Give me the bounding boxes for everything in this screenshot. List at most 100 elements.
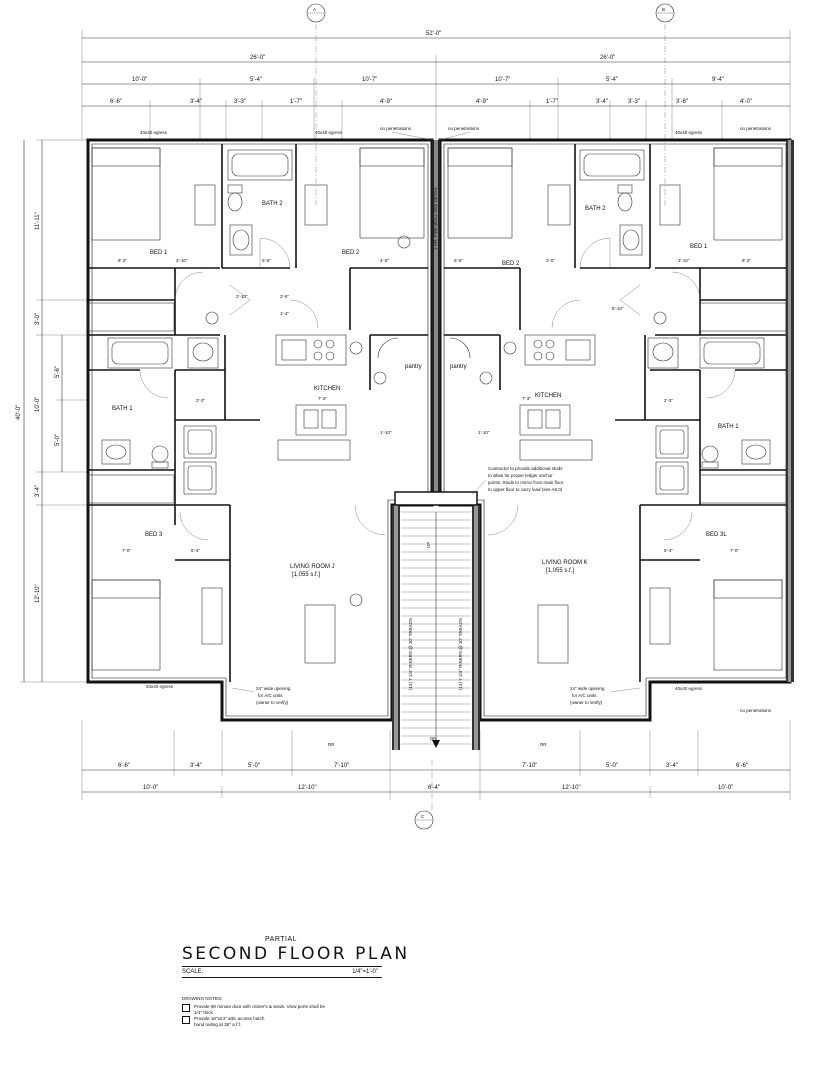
sd-19: 1'-10" [478,430,490,435]
dim-b2-2: 6'-4" [428,785,440,791]
sd-6: 1'-10" [380,430,392,435]
dim-b1-5: 5'-0" [606,763,618,769]
dn-label: DN [430,736,437,741]
left-dimensions: 40'-0" 11'-11" 3'-0" 10'-0" 3'-4" 12'-10… [16,139,88,683]
door-swings [139,237,736,541]
stair-note-right: (14) 7 1/4" RISERS @ 10" TREADS [458,618,463,690]
scale-row: SCALE: 1/4"=1'-0" [182,969,382,975]
egress-note-5: 40x40 egress [675,686,703,691]
opening-right-0: 24" wide opening [570,686,605,691]
note-marker-icon [182,1016,190,1024]
drawing-note-3: hand railing at 36" a.f.f. [194,1022,242,1027]
dim-left-4: 12'-10" [35,584,41,603]
dim-r3-1: 5'-4" [250,77,262,83]
dim-left-1: 3'-0" [35,313,41,325]
label-bed1-left: BED 1 [150,250,168,256]
dim-r3-2: 10'-7" [362,77,377,83]
sd-13: 6'-6" [454,258,463,263]
dim-left-inner-0: 5'-6" [55,366,61,378]
sd-15: 5'-10" [612,306,624,311]
scale-label: SCALE: [182,969,204,975]
dim-left-3: 3'-4" [35,485,41,497]
rr-right: RR [540,742,547,747]
dim-b1-0: 6'-6" [118,763,130,769]
sd-20: 2'-3" [664,398,673,403]
dim-r3-4: 5'-4" [606,77,618,83]
drawing-note-item: Provide 90 minute door with closer's & s… [182,1004,332,1016]
label-bath2-left: BATH 2 [262,201,283,207]
fire-wall-note: 1 HR. FIRE WALL SEE DETAIL [433,186,438,250]
no-pen-2: no penetrations [448,126,480,131]
dim-left-0: 11'-11" [35,212,41,230]
egress-note-1: 40x40 egress [140,130,168,135]
label-bed3-left: BED 3 [145,532,163,538]
grid-markers: A B C [306,3,675,830]
label-kitchen-left: KITCHEN [314,386,340,392]
contractor-note-0: Contractor to provide additional studs [488,466,563,471]
egress-note-3: 40x40 egress [675,130,703,135]
label-bath1-left: BATH 1 [112,406,133,412]
dim-r4-9: 3'-6" [676,99,688,105]
annotations: 40x40 egress 40x40 egress 40x40 egress 4… [118,126,772,747]
label-living-right-area: [1,055 s.f.] [546,568,574,574]
sd-4: 4'-0" [380,258,389,263]
drawing-note-2: Provide 18"x24" attic access hatch [194,1016,265,1021]
scale-value: 1/4"=1'-0" [352,969,378,975]
label-pantry-left: pantry [405,364,422,370]
contractor-note-2: points. Studs to mirror from main floor [488,480,564,485]
opening-left-0: 24" wide opening [256,686,291,691]
dim-b2-0: 10'-0" [143,785,158,791]
drawing-note-1: Provide 90 minute door with closer's & s… [194,1004,326,1015]
dim-r4-2: 3'-3" [234,99,246,105]
label-kitchen-right: KITCHEN [535,393,561,399]
sd-18: 7'-3" [522,396,531,401]
label-bed2-left: BED 2 [342,250,360,256]
dim-b1-2: 5'-0" [248,763,260,769]
opening-left-1: for A/C units [258,693,283,698]
dim-left-2: 10'-0" [35,397,41,412]
sd-11: 2'-6" [280,294,289,299]
grid-tag-b: B [662,7,665,12]
dim-r4-3: 1'-7" [290,99,302,105]
no-pen-4: no penetrations [740,708,772,713]
no-pen-3: no penetrations [740,126,772,131]
dim-r4-10: 4'-0" [740,99,752,105]
dim-r3-3: 10'-7" [495,77,510,83]
label-living-right: LIVING ROOM K [542,560,588,566]
drawing-notes: DRAWING NOTES: Provide 90 minute door wi… [182,996,332,1028]
right-unit-walls [444,144,786,682]
dim-left-inner-1: 5'-0" [55,434,61,446]
label-pantry-right: pantry [450,364,467,370]
sd-9: 5'-4" [191,548,200,553]
drawing-title: SECOND FLOOR PLAN [182,944,410,964]
dim-r3-5: 9'-4" [712,77,724,83]
dim-r4-7: 3'-4" [596,99,608,105]
rr-left: RR [328,742,335,747]
scale-underline [182,977,382,978]
label-bed1-right: BED 1 [690,244,708,250]
bottom-dimensions: 6'-6" 3'-4" 5'-0" 7'-10" 7'-10" 5'-0" 3'… [81,720,791,800]
sd-22: 5'-4" [664,548,673,553]
sd-7: 2'-3" [196,398,205,403]
dim-b2-3: 12'-10" [562,785,581,791]
opening-left-2: (owner to verify) [256,700,289,705]
dim-b2-4: 10'-0" [718,785,733,791]
drawing-notes-heading: DRAWING NOTES: [182,996,223,1001]
stair: UP (14) 7 1/4" RISERS @ 10" TREADS (14) … [394,186,478,748]
dim-r4-6: 1'-7" [546,99,558,105]
sd-16: 3'-10" [678,258,690,263]
sd-14: 2'-0" [546,258,555,263]
note-marker-icon [182,1004,190,1012]
dim-b1-6: 3'-4" [666,763,678,769]
dim-b2-1: 12'-10" [298,785,317,791]
stair-note: (14) 7 1/4" RISERS @ 10" TREADS [408,618,413,690]
sd-17: 8'-2" [742,258,751,263]
egress-note-2: 40x40 egress [315,130,343,135]
grid-tag-c: C [421,814,425,819]
left-unit-walls [88,144,428,682]
dim-r3-0: 10'-0" [132,77,147,83]
opening-right-1: for A/C units [572,693,597,698]
dim-b1-3: 7'-10" [334,763,349,769]
label-bed2-right: BED 2 [502,261,520,267]
sd-10: 2'-10" [236,294,248,299]
